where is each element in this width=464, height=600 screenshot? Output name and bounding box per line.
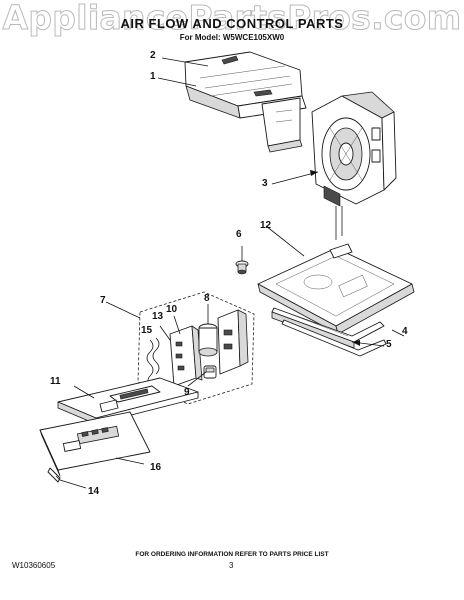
part-vent-duct[interactable] (184, 51, 307, 153)
callout-14: 14 (88, 486, 100, 497)
callout-13: 13 (152, 311, 164, 322)
part-control-panel[interactable] (39, 411, 151, 477)
ordering-note: FOR ORDERING INFORMATION REFER TO PARTS … (135, 551, 329, 558)
part-screw[interactable] (235, 246, 249, 275)
callout-8: 8 (204, 293, 210, 304)
part-switch[interactable] (203, 365, 217, 379)
callout-2: 2 (150, 50, 156, 61)
callout-5: 5 (386, 339, 392, 350)
callout-4: 4 (402, 326, 408, 337)
callout-16: 16 (150, 462, 162, 473)
callout-9: 9 (184, 387, 190, 398)
callout-10: 10 (166, 304, 178, 315)
callout-1: 1 (150, 71, 156, 82)
part-motor-assembly[interactable] (198, 309, 249, 375)
leader-lines (59, 57, 405, 489)
control-group-outline (137, 291, 255, 405)
model-number: For Model: W5WCE105XW0 (179, 33, 285, 42)
part-base-plate[interactable] (257, 243, 415, 335)
callout-6: 6 (236, 229, 242, 240)
callout-12: 12 (260, 220, 272, 231)
part-control-bracket[interactable] (169, 325, 203, 387)
part-blower-housing[interactable] (311, 91, 397, 240)
document-number: W10360605 (12, 561, 56, 570)
part-rail-strip[interactable] (271, 307, 387, 357)
watermark-text: AppliancePartsPros.com (2, 0, 462, 38)
part-control-housing[interactable] (57, 377, 199, 425)
callout-3: 3 (262, 178, 268, 189)
callout-11: 11 (50, 376, 61, 387)
callout-7: 7 (100, 295, 106, 306)
diagram-title: AIR FLOW AND CONTROL PARTS (120, 16, 344, 31)
part-wire-harness[interactable] (146, 337, 160, 387)
page-number: 3 (229, 561, 234, 570)
part-clip[interactable] (47, 467, 61, 483)
callout-15: 15 (141, 325, 153, 336)
